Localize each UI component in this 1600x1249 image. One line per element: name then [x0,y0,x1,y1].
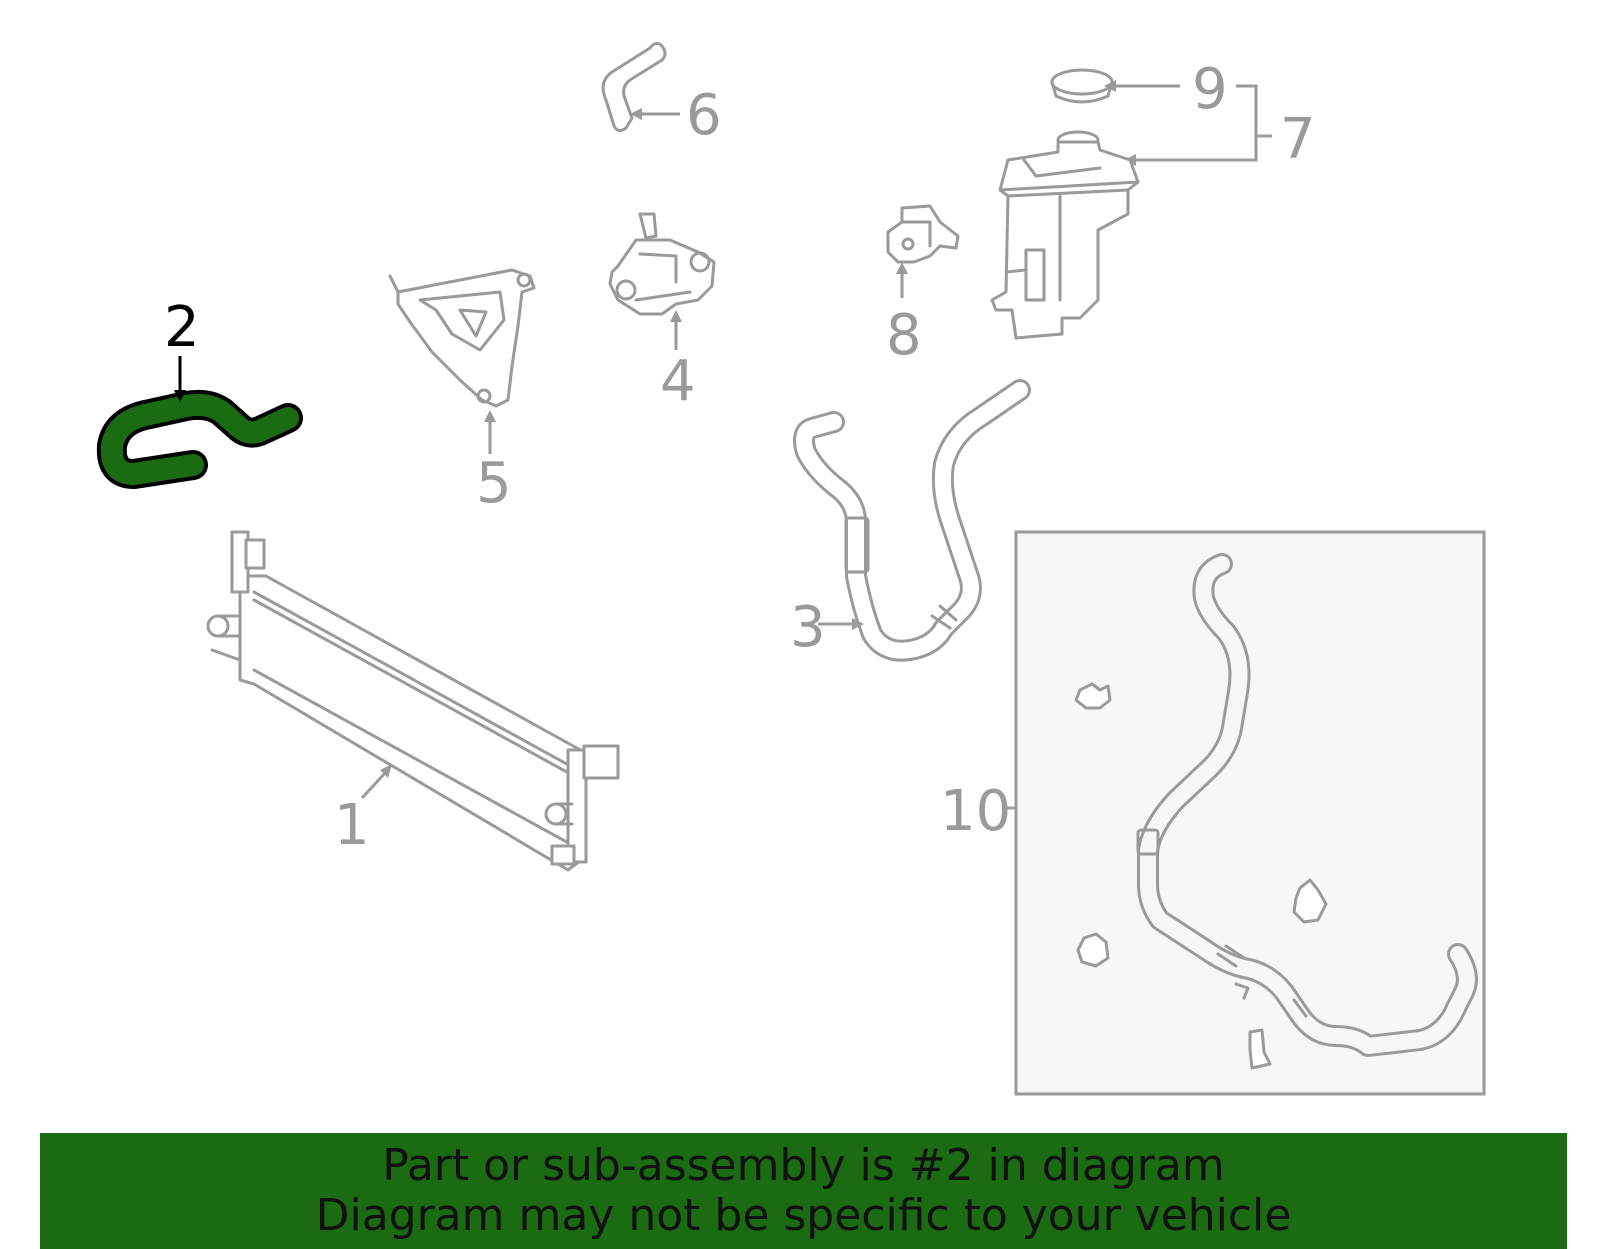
callout-9[interactable]: 9 [1192,57,1228,122]
part-4-water-pump[interactable] [608,212,716,316]
part-6-hose[interactable] [601,41,667,133]
part-3-hose[interactable] [793,379,1031,662]
callout-7[interactable]: 7 [1280,107,1316,172]
callout-1-leader [360,764,392,800]
callout-6-leader [630,108,680,120]
callout-4-leader [670,310,682,350]
callout-3-leader [818,618,864,630]
part-1-radiator[interactable] [206,530,620,872]
callout-3[interactable]: 3 [790,595,826,660]
part-8-bracket[interactable] [886,204,960,264]
callout-1[interactable]: 1 [334,793,370,858]
part-5-bracket[interactable] [388,268,536,408]
part-10-inset-box[interactable] [1014,530,1486,1096]
banner-line-1: Part or sub-assembly is #2 in diagram [382,1140,1225,1191]
callout-8-leader [896,262,908,298]
part-9-cap[interactable] [1050,68,1114,104]
callout-5[interactable]: 5 [476,451,512,516]
part-7-reservoir-tank[interactable] [990,130,1140,340]
banner-line-2: Diagram may not be specific to your vehi… [315,1190,1292,1241]
callout-4[interactable]: 4 [660,349,696,414]
part-2-hose-highlighted[interactable] [96,389,303,489]
callout-8[interactable]: 8 [886,303,922,368]
callout-2[interactable]: 2 [164,295,200,360]
callout-10[interactable]: 10 [940,779,1011,844]
callout-5-leader [484,410,496,454]
callout-2-leader [174,356,186,402]
info-banner: Part or sub-assembly is #2 in diagram Di… [40,1133,1567,1249]
callout-6[interactable]: 6 [686,83,722,148]
callout-9-leader [1104,80,1272,166]
